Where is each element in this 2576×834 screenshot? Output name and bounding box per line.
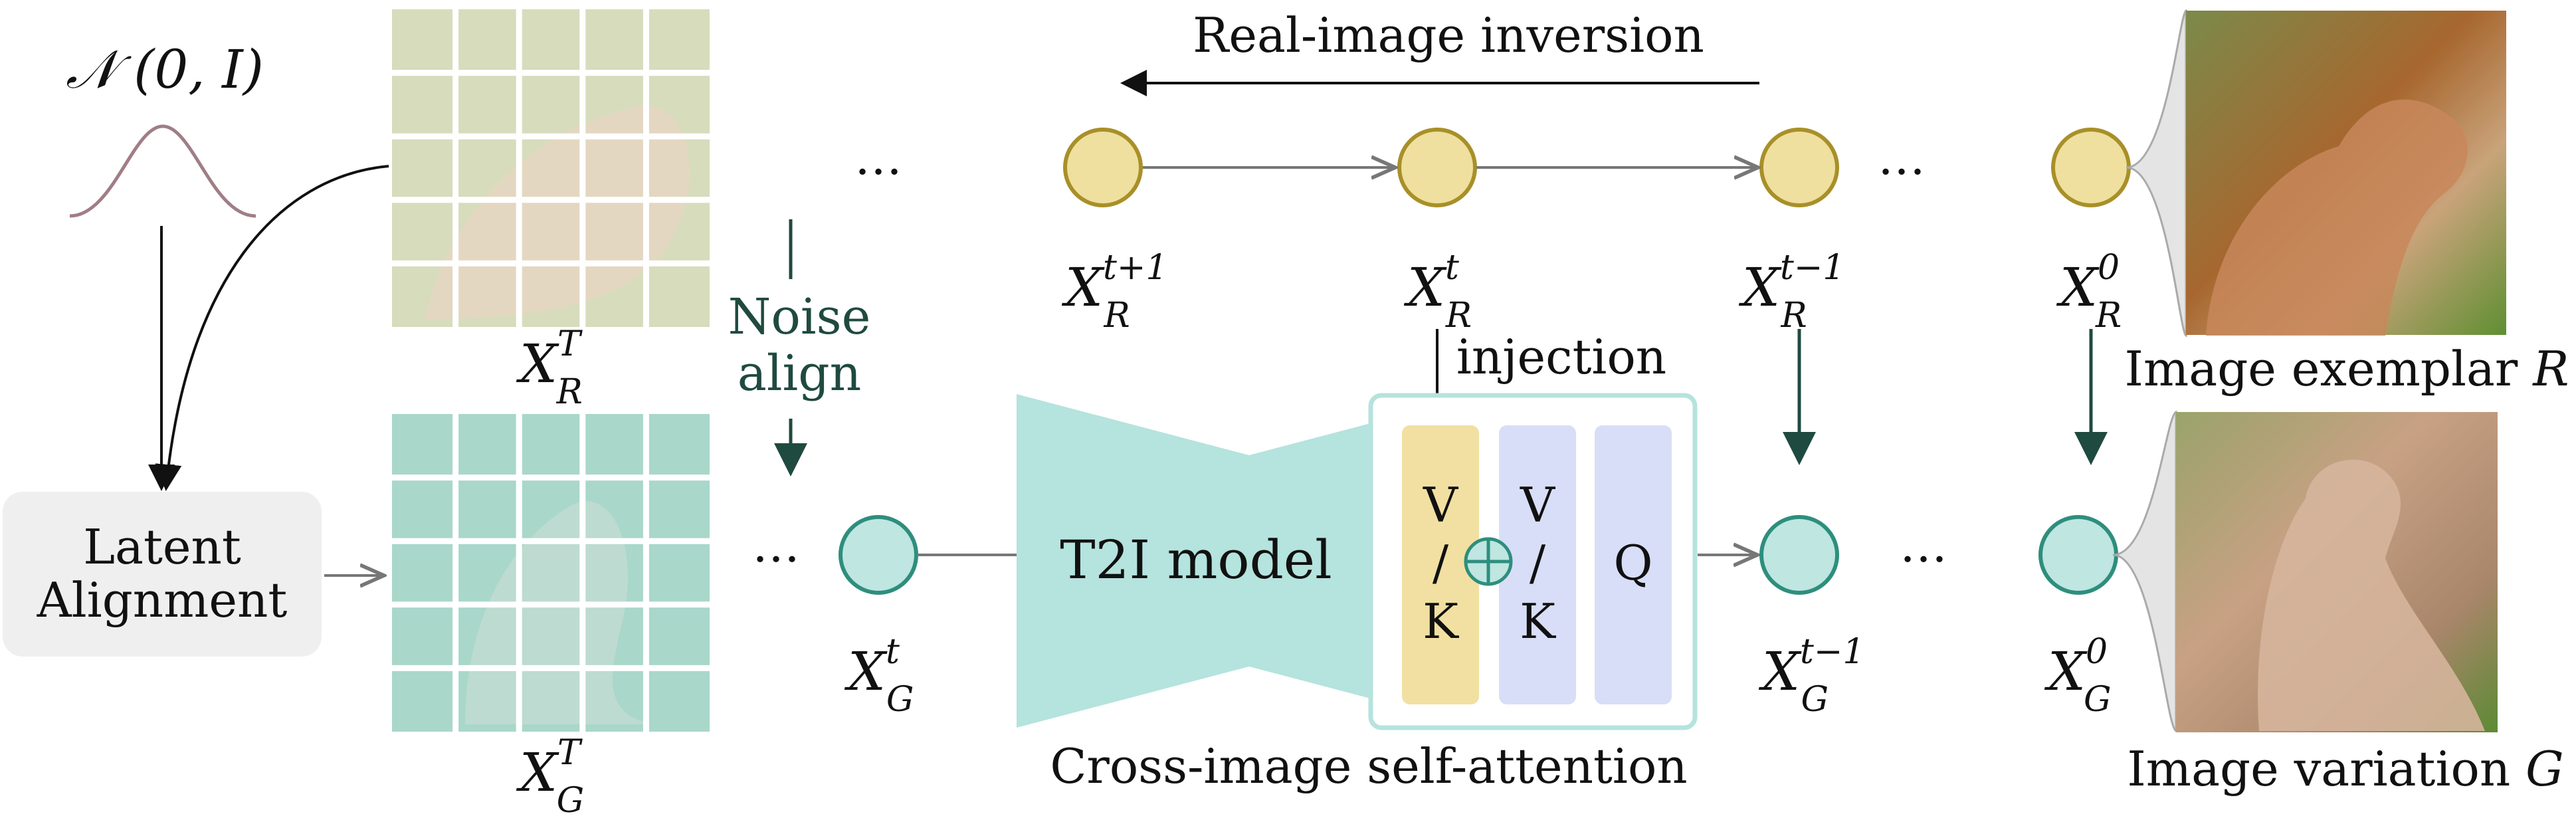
vk-ref-k: K [1423, 593, 1459, 649]
ellipsis-bottom-right: … [1900, 517, 1947, 573]
funnel-ref [2126, 9, 2187, 338]
latent-alignment-line1: Latent [83, 519, 241, 575]
latent-alignment-line2: Alignment [37, 572, 288, 628]
image-exemplar-caption: Image exemplar R [2125, 341, 2569, 397]
t2i-model-label: T2I model [1060, 529, 1332, 591]
noise-prior-label: 𝒩 (0, I) [66, 39, 264, 100]
node-xr-0 [2051, 128, 2131, 207]
vk-gen-slash: / [1530, 535, 1546, 591]
q-block [1595, 425, 1672, 704]
vk-ref-v: V [1423, 477, 1459, 533]
vk-gen-block [1499, 425, 1576, 704]
latent-alignment-box [3, 492, 322, 657]
node-xr-t1 [1063, 128, 1143, 207]
grid-xr-T [392, 9, 710, 327]
node-xr-t [1397, 128, 1477, 207]
funnel-gen [2112, 410, 2177, 733]
image-variation-caption: Image variation G [2127, 741, 2563, 797]
node-xg-t [839, 515, 918, 595]
attention-caption: Cross-image self-attention [1050, 738, 1687, 794]
vk-ref-slash: / [1433, 535, 1449, 591]
vk-gen-k: K [1520, 593, 1556, 649]
real-image-inversion-label: Real-image inversion [1193, 7, 1704, 63]
image-variation-subject [2258, 459, 2485, 731]
noise-align-line1: Noise [728, 288, 871, 346]
arrow-xrT-to-alignment [155, 165, 389, 491]
concat-plus-icon [1464, 537, 1513, 586]
gaussian-curve-icon [69, 124, 256, 218]
node-xg-0 [2038, 515, 2118, 595]
noise-align-line2: align [738, 345, 861, 402]
image-exemplar-subject [2206, 99, 2468, 336]
ellipsis-top-right: … [1878, 130, 1926, 185]
vk-gen-v: V [1520, 477, 1556, 533]
node-xr-tm1 [1759, 128, 1839, 207]
vk-ref-block [1402, 425, 1479, 704]
ellipsis-bottom-left: … [752, 517, 800, 573]
q-label: Q [1613, 535, 1652, 591]
ellipsis-top-left: … [854, 130, 902, 185]
injection-label: injection [1456, 329, 1666, 385]
grid-xg-T [392, 414, 710, 732]
node-xg-tm1 [1759, 515, 1839, 595]
t2i-model-shape [1017, 394, 1482, 728]
